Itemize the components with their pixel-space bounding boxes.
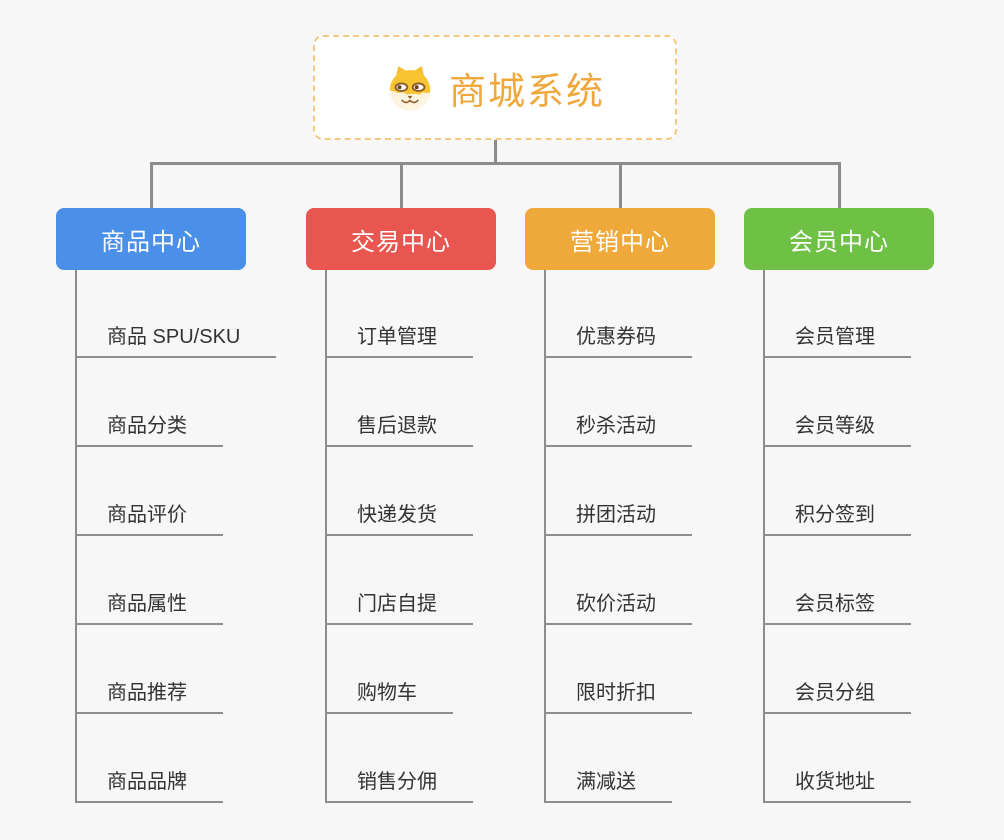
- branch-drop-line: [400, 162, 403, 208]
- branch-label: 交易中心: [351, 228, 451, 256]
- branch-node-0[interactable]: 商品中心: [56, 208, 246, 270]
- connector-bus: [150, 162, 841, 165]
- leaf-topic[interactable]: 会员等级: [763, 413, 911, 447]
- leaf-topic[interactable]: 积分签到: [763, 502, 911, 536]
- leaf-topic[interactable]: 商品评价: [75, 502, 223, 536]
- branch-node-3[interactable]: 会员中心: [744, 208, 934, 270]
- branch-drop-line: [150, 162, 153, 208]
- leaf-topic[interactable]: 销售分佣: [325, 769, 473, 803]
- leaf-topic[interactable]: 会员标签: [763, 591, 911, 625]
- leaf-topic[interactable]: 满减送: [544, 769, 672, 803]
- branch-drop-line: [838, 162, 841, 208]
- leaf-topic[interactable]: 商品品牌: [75, 769, 223, 803]
- branch-label: 商品中心: [101, 228, 201, 256]
- branch-node-2[interactable]: 营销中心: [525, 208, 715, 270]
- branch-drop-line: [619, 162, 622, 208]
- leaf-topic[interactable]: 售后退款: [325, 413, 473, 447]
- leaf-topic[interactable]: 商品推荐: [75, 680, 223, 714]
- leaf-topic[interactable]: 购物车: [325, 680, 453, 714]
- branch-trunk-line: [763, 270, 765, 803]
- branch-trunk-line: [544, 270, 546, 803]
- leaf-topic[interactable]: 订单管理: [325, 324, 473, 358]
- leaf-topic[interactable]: 收货地址: [763, 769, 911, 803]
- branch-node-1[interactable]: 交易中心: [306, 208, 496, 270]
- leaf-topic[interactable]: 砍价活动: [544, 591, 692, 625]
- leaf-topic[interactable]: 商品 SPU/SKU: [75, 324, 277, 358]
- branch-label: 营销中心: [570, 228, 670, 256]
- leaf-topic[interactable]: 秒杀活动: [544, 413, 692, 447]
- leaf-topic[interactable]: 会员分组: [763, 680, 911, 714]
- leaf-topic[interactable]: 限时折扣: [544, 680, 692, 714]
- branch-trunk-line: [75, 270, 77, 803]
- leaf-topic[interactable]: 优惠券码: [544, 324, 692, 358]
- leaf-topic[interactable]: 会员管理: [763, 324, 911, 358]
- branch-label: 会员中心: [789, 228, 889, 256]
- leaf-topic[interactable]: 商品属性: [75, 591, 223, 625]
- leaf-topic[interactable]: 商品分类: [75, 413, 223, 447]
- dog-face-icon: [389, 65, 431, 111]
- branch-trunk-line: [325, 270, 327, 803]
- root-title: 商城系统: [449, 70, 605, 112]
- leaf-topic[interactable]: 门店自提: [325, 591, 473, 625]
- root-node[interactable]: 商城系统: [313, 35, 677, 140]
- leaf-topic[interactable]: 快递发货: [325, 502, 473, 536]
- connector-root-stem: [494, 140, 497, 165]
- leaf-topic[interactable]: 拼团活动: [544, 502, 692, 536]
